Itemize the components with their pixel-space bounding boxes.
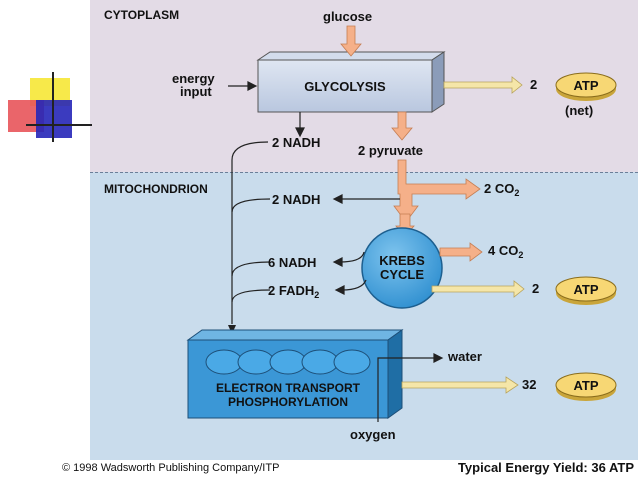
glycolysis-atp-note: (net) [565, 103, 594, 118]
oxygen-label: oxygen [350, 427, 396, 442]
energy-input-label-line1: energy [172, 71, 215, 86]
electron-carrier-lines [231, 141, 271, 324]
etc-atp-arrow [401, 376, 519, 394]
energy-input-label-line2: input [180, 84, 212, 99]
glycolysis-label: GLYCOLYSIS [304, 79, 386, 94]
krebs-nadh-label: 6 NADH [268, 255, 317, 270]
oxygen-water-line [377, 353, 444, 422]
krebs-nadh-arrow [332, 251, 365, 267]
glycolysis-atp-count: 2 [530, 77, 538, 92]
etc-label-line2: PHOSPHORYLATION [227, 395, 348, 409]
mito-nadh-arrow [332, 194, 400, 204]
krebs-co2-arrow [439, 242, 483, 262]
glucose-arrow [340, 25, 362, 57]
etc-box [186, 329, 404, 419]
mito-co2-label: 2 CO2 [484, 181, 520, 198]
krebs-atp-arrow [431, 280, 525, 298]
energy-yield-text: Typical Energy Yield: 36 ATP [457, 460, 634, 475]
krebs-atp-label: ATP [573, 282, 599, 297]
krebs-fadh-arrow [334, 279, 367, 295]
mito-nadh-label: 2 NADH [272, 192, 321, 207]
water-label: water [448, 349, 482, 364]
pyruvate-label: 2 pyruvate [358, 143, 424, 158]
glycolysis-box [256, 51, 446, 113]
atp-token-krebs [555, 276, 617, 305]
etc-label-line1: ELECTRON TRANSPORT [216, 381, 360, 395]
glycolysis-nadh-arrow [295, 112, 305, 138]
glucose-label: glucose [323, 9, 373, 24]
etc-atp-label: ATP [573, 378, 599, 393]
krebs-cycle-circle [361, 227, 443, 309]
cytoplasm-label: CYTOPLASM [104, 8, 180, 22]
krebs-co2-label: 4 CO2 [488, 243, 524, 260]
atp-token-etc [555, 372, 617, 401]
atp-token-glycolysis [555, 72, 617, 101]
copyright-text: © 1998 Wadsworth Publishing Company/ITP [62, 462, 280, 474]
etc-atp-count: 32 [522, 377, 537, 392]
krebs-atp-count: 2 [532, 281, 540, 296]
glycolysis-nadh-label: 2 NADH [272, 135, 321, 150]
krebs-label-line2: CYCLE [379, 267, 425, 282]
mitochondrion-label: MITOCHONDRION [104, 182, 208, 196]
glycolysis-atp-label: ATP [573, 78, 599, 93]
pyruvate-arrow [391, 111, 413, 141]
energy-input-arrow [228, 81, 258, 91]
pyruvate-trunk-arrow [393, 159, 481, 223]
decorative-squares-logo [8, 72, 92, 142]
krebs-fadh-label: 2 FADH2 [268, 283, 320, 300]
glycolysis-atp-arrow [443, 76, 523, 94]
krebs-label-line1: KREBS [379, 253, 425, 268]
